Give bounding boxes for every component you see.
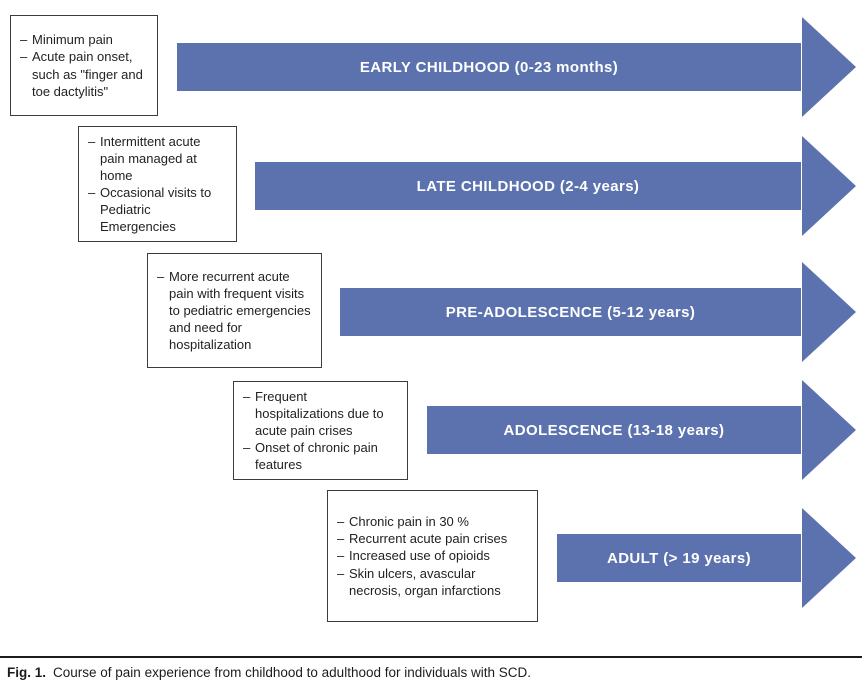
arrow-head-icon: [802, 508, 856, 608]
arrow-head-icon: [802, 17, 856, 117]
bullet-text: Acute pain onset, such as "finger and to…: [32, 49, 143, 99]
dash-bullet: –: [20, 49, 28, 65]
bullet-item: – Recurrent acute pain crises: [337, 530, 528, 547]
bullet-text: Occasional visits to Pediatric Emergenci…: [100, 185, 212, 235]
caption-text: Course of pain experience from childhood…: [53, 665, 532, 680]
bullet-list: – Intermittent acute pain managed at hom…: [88, 133, 227, 236]
dash-bullet: –: [88, 185, 96, 200]
bullet-item: – Frequent hospitalizations due to acute…: [243, 388, 398, 439]
arrow-label-early-childhood: EARLY CHILDHOOD (0-23 months): [359, 58, 619, 76]
bullet-list: – More recurrent acute pain with frequen…: [157, 268, 312, 354]
bullet-item: – Chronic pain in 30 %: [337, 513, 528, 530]
arrow-head-icon: [802, 380, 856, 480]
bullet-text: Minimum pain: [32, 32, 113, 48]
bullet-list: – Chronic pain in 30 % – Recurrent acute…: [337, 513, 528, 599]
bullet-item: – Intermittent acute pain managed at hom…: [88, 133, 227, 184]
bullet-text: Recurrent acute pain crises: [349, 531, 508, 547]
dash-bullet: –: [20, 32, 28, 48]
bullet-text: More recurrent acute pain with frequent …: [169, 268, 311, 353]
bullet-text: Onset of chronic pain features: [255, 440, 378, 473]
bullet-item: – Onset of chronic pain features: [243, 439, 398, 473]
note-box-adolescence: – Frequent hospitalizations due to acute…: [233, 381, 408, 480]
arrow-late-childhood: LATE CHILDHOOD (2-4 years): [255, 162, 801, 210]
bullet-item: – Minimum pain: [20, 31, 148, 48]
dash-bullet: –: [337, 548, 345, 564]
arrow-pre-adolescence: PRE-ADOLESCENCE (5-12 years): [340, 288, 801, 336]
caption-divider: [0, 656, 862, 658]
bullet-item: – Increased use of opioids: [337, 547, 528, 564]
dash-bullet: –: [337, 514, 345, 530]
bullet-item: – Occasional visits to Pediatric Emergen…: [88, 184, 227, 235]
arrow-adult: ADULT (> 19 years): [557, 534, 801, 582]
dash-bullet: –: [157, 268, 165, 284]
bullet-item: – Acute pain onset, such as "finger and …: [20, 48, 148, 99]
arrow-adolescence: ADOLESCENCE (13-18 years): [427, 406, 801, 454]
dash-bullet: –: [243, 440, 251, 456]
bullet-item: – Skin ulcers, avascular necrosis, organ…: [337, 565, 528, 599]
dash-bullet: –: [243, 388, 251, 404]
bullet-text: Frequent hospitalizations due to acute p…: [255, 388, 384, 438]
arrow-label-adult: ADULT (> 19 years): [606, 549, 752, 567]
bullet-text: Chronic pain in 30 %: [349, 514, 469, 530]
arrow-head-icon: [802, 136, 856, 236]
bullet-text: Skin ulcers, avascular necrosis, organ i…: [349, 565, 501, 598]
figure-caption: Fig. 1. Course of pain experience from ch…: [7, 665, 853, 680]
bullet-list: – Frequent hospitalizations due to acute…: [243, 388, 398, 474]
note-box-adult: – Chronic pain in 30 % – Recurrent acute…: [327, 490, 538, 622]
bullet-text: Intermittent acute pain managed at home: [100, 133, 201, 183]
bullet-item: – More recurrent acute pain with frequen…: [157, 268, 312, 354]
arrow-label-adolescence: ADOLESCENCE (13-18 years): [503, 421, 725, 439]
bullet-text: Increased use of opioids: [349, 548, 490, 564]
dash-bullet: –: [337, 531, 345, 547]
arrow-label-pre-adolescence: PRE-ADOLESCENCE (5-12 years): [445, 303, 696, 321]
arrow-label-late-childhood: LATE CHILDHOOD (2-4 years): [416, 177, 640, 195]
arrow-early-childhood: EARLY CHILDHOOD (0-23 months): [177, 43, 801, 91]
dash-bullet: –: [337, 565, 345, 581]
arrow-head-icon: [802, 262, 856, 362]
figure-number: Fig. 1.: [7, 665, 47, 680]
note-box-pre-adolescence: – More recurrent acute pain with frequen…: [147, 253, 322, 368]
note-box-early-childhood: – Minimum pain – Acute pain onset, such …: [10, 15, 158, 116]
note-box-late-childhood: – Intermittent acute pain managed at hom…: [78, 126, 237, 242]
bullet-list: – Minimum pain – Acute pain onset, such …: [20, 31, 148, 100]
dash-bullet: –: [88, 133, 96, 149]
